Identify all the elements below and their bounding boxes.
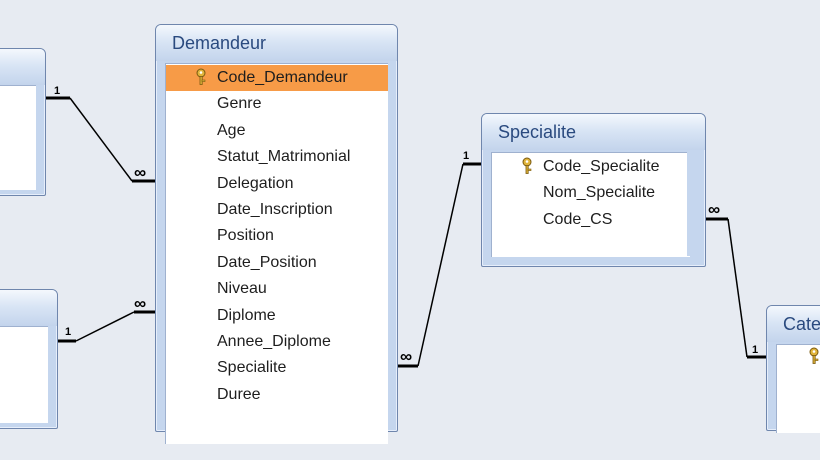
- table-title-demandeur[interactable]: Demandeur: [156, 25, 397, 61]
- field-name: Date_Position: [217, 253, 317, 271]
- cardinality-one-label: 1: [54, 85, 61, 97]
- field-name: Position: [217, 227, 274, 245]
- field-name: Niveau: [217, 280, 267, 298]
- key-icon: [809, 347, 819, 364]
- cardinality-many-label: ∞: [134, 163, 147, 182]
- field-row[interactable]: Date_Inscription: [166, 197, 388, 223]
- field-name: Annee_Diplome: [217, 333, 331, 350]
- field-name: Code_Specialite: [543, 158, 660, 175]
- field-row[interactable]: Nom_Specialite: [492, 180, 690, 206]
- relationship-line-specialite[interactable]: [397, 162, 481, 368]
- field-row[interactable]: Date_Position: [166, 250, 388, 276]
- field-row[interactable]: Duree: [166, 382, 388, 408]
- field-row[interactable]: Code_Demandeur: [166, 65, 388, 92]
- cardinality-one-label: 1: [65, 326, 72, 338]
- field-name: Specialite: [217, 359, 287, 377]
- field-row[interactable]: Delegation: [166, 171, 388, 197]
- relationship-line-left-top[interactable]: [46, 96, 155, 183]
- field-name: Code_CS: [543, 210, 613, 228]
- scrollbar[interactable]: [687, 152, 697, 256]
- field-name: Code_Demandeur: [217, 69, 348, 86]
- field-row[interactable]: Statut_Matrimonial: [166, 144, 388, 170]
- field-name: Delegation: [217, 174, 294, 192]
- cardinality-many-label: ∞: [708, 200, 721, 219]
- field-row[interactable]: Genre: [166, 91, 388, 117]
- field-name: Date_Inscription: [217, 201, 333, 218]
- field-list-categorie: [776, 344, 820, 433]
- field-list: [0, 85, 36, 190]
- table-title-specialite[interactable]: Specialite: [482, 114, 705, 150]
- field-list: e s: [0, 326, 48, 423]
- field-row[interactable]: Position: [166, 223, 388, 249]
- field-row[interactable]: Niveau: [166, 276, 388, 302]
- field-name: Diplome: [217, 306, 276, 324]
- cardinality-one-label: 1: [752, 344, 759, 356]
- field-name: Genre: [217, 95, 262, 113]
- cardinality-many-label: ∞: [400, 347, 413, 366]
- field-name: Age: [217, 121, 246, 139]
- field-name: Duree: [217, 385, 261, 403]
- cardinality-one-label: 1: [463, 150, 470, 162]
- table-title-bar[interactable]: [0, 290, 57, 326]
- field-row-partial[interactable]: e: [0, 333, 48, 358]
- field-row[interactable]: Annee_Diplome: [166, 329, 388, 355]
- field-name: Statut_Matrimonial: [217, 148, 351, 166]
- field-row[interactable]: Code_CS: [492, 207, 690, 233]
- table-title-bar[interactable]: [0, 49, 45, 85]
- table-left-top-partial[interactable]: [0, 48, 46, 196]
- field-row[interactable]: Age: [166, 118, 388, 144]
- cardinality-many-label: ∞: [134, 294, 147, 313]
- field-row[interactable]: Code_Specialite: [492, 154, 690, 180]
- table-categorie-partial[interactable]: Cate: [766, 305, 820, 433]
- table-left-bottom-partial[interactable]: e s: [0, 289, 58, 429]
- key-icon: [196, 68, 206, 85]
- field-name: Nom_Specialite: [543, 184, 656, 202]
- relationship-line-left-bottom[interactable]: [57, 310, 155, 343]
- relationship-line-categorie[interactable]: [706, 217, 766, 359]
- key-icon: [522, 157, 532, 174]
- field-row[interactable]: Specialite: [166, 355, 388, 381]
- field-row[interactable]: Diplome: [166, 303, 388, 329]
- table-title-categorie[interactable]: Cate: [767, 306, 820, 342]
- field-row-partial[interactable]: s: [0, 385, 48, 410]
